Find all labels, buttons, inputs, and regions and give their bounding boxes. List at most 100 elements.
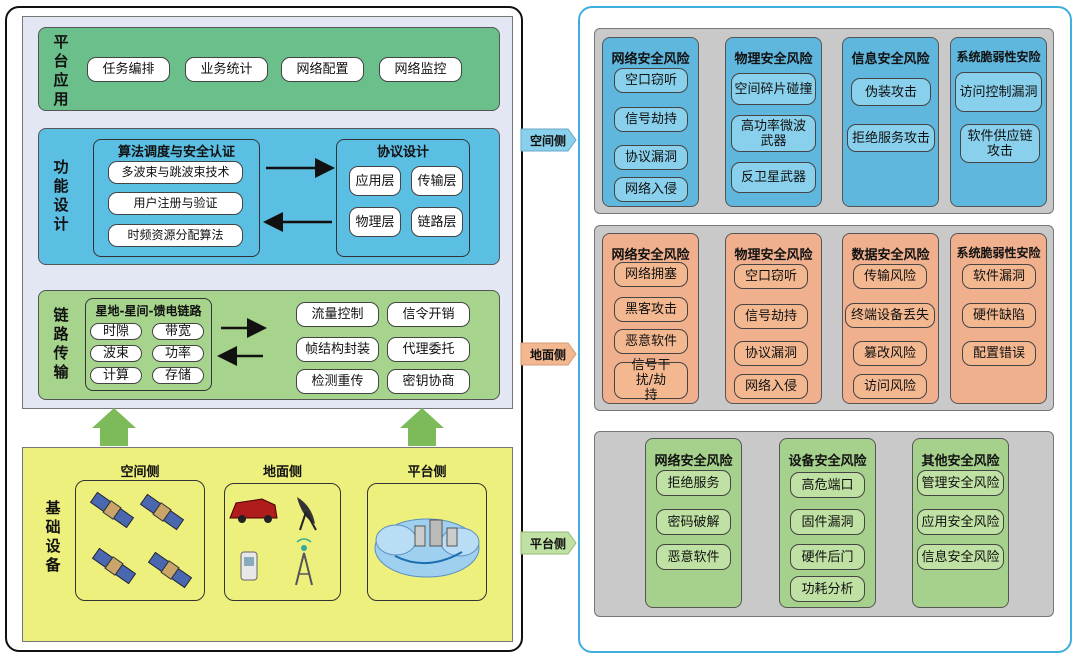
risk-item: 密码破解 (656, 509, 731, 535)
space-info-risk-title: 信息安全风险 (851, 52, 930, 67)
left-arrows (92, 158, 444, 446)
risk-item: 管理安全风险 (917, 470, 1004, 496)
flow-control: 流量控制 (296, 302, 379, 327)
base-platform-title: 平台侧 (407, 465, 447, 480)
algo-item-multibeam: 多波束与跳波束技术 (108, 161, 243, 184)
risk-item: 应用安全风险 (917, 509, 1004, 535)
mobile-phone-icon (240, 551, 258, 581)
ground-vuln-risk-title: 系统脆弱性安险 (956, 246, 1041, 260)
layer-physical: 物理层 (349, 207, 401, 237)
space-network-risk-title: 网络安全风险 (611, 52, 690, 67)
risk-item: 信号劫持 (734, 304, 808, 329)
network-config: 网络配置 (281, 57, 364, 82)
risk-item: 空间碎片碰撞 (731, 73, 816, 105)
detect-retransmit: 检测重传 (296, 369, 379, 394)
satellite-dish-icon (297, 497, 317, 531)
layer-transport: 传输层 (411, 166, 463, 196)
layer-application: 应用层 (349, 166, 401, 196)
base-space-title: 空间侧 (120, 465, 160, 480)
risk-item: 固件漏洞 (790, 509, 865, 535)
risk-item: 高功率微波武器 (731, 115, 816, 152)
risk-item: 伪装攻击 (851, 78, 931, 106)
frame-encapsulation: 帧结构封装 (296, 337, 379, 362)
risk-item: 信号干扰/劫持 (614, 358, 688, 403)
risk-item: 恶意软件 (656, 544, 731, 570)
risk-item: 硬件后门 (790, 544, 865, 570)
risk-item: 访问控制漏洞 (955, 72, 1042, 112)
platform-app-title: 平台应用 (53, 33, 69, 108)
space-vuln-risk-title: 系统脆弱性安险 (956, 50, 1041, 64)
risk-item: 软件供应链攻击 (960, 124, 1040, 163)
space-physical-risk-title: 物理安全风险 (734, 52, 813, 67)
risk-item: 访问风险 (853, 374, 927, 399)
risk-item: 黑客攻击 (614, 297, 688, 322)
signal-tower-icon (295, 538, 313, 586)
tag-space-side: 空间侧 (530, 133, 567, 148)
risk-item: 恶意软件 (614, 329, 688, 354)
satellite-icon (91, 547, 137, 585)
device-illustrations (89, 491, 480, 589)
up-arrow-icon (400, 408, 444, 446)
tag-platform-side: 平台侧 (530, 536, 567, 551)
base-ground-title: 地面侧 (262, 465, 302, 480)
risk-item: 网络拥塞 (614, 262, 688, 287)
satellite-icon (89, 491, 135, 529)
van-icon (229, 498, 278, 523)
side-tag-shapes (520, 128, 577, 555)
risk-item: 篡改风险 (853, 341, 927, 366)
risk-item: 空口窃听 (734, 264, 808, 289)
risk-item: 空口窃听 (614, 68, 688, 93)
algo-title: 算法调度与安全认证 (117, 145, 235, 160)
protocol-box (336, 139, 470, 257)
protocol-title: 协议设计 (376, 145, 429, 160)
space-vuln-risk (950, 37, 1047, 207)
resource-compute: 计算 (90, 367, 142, 384)
resource-timeslot: 时隙 (90, 323, 142, 340)
risk-item: 传输风险 (853, 264, 927, 289)
layer-link: 链路层 (411, 207, 463, 237)
risk-item: 拒绝服务攻击 (847, 124, 935, 152)
risk-item: 硬件缺陷 (962, 303, 1036, 328)
risk-item: 反卫星武器 (731, 162, 816, 193)
right-frame (578, 6, 1072, 653)
space-devices-box (75, 480, 205, 601)
platform-device-risk-title: 设备安全风险 (788, 454, 867, 469)
link-transmission-title: 链路传输 (53, 306, 69, 381)
risk-item: 信号劫持 (614, 107, 688, 132)
risk-item: 功耗分析 (790, 576, 865, 602)
business-stats: 业务统计 (185, 57, 268, 82)
risk-item: 协议漏洞 (734, 341, 808, 366)
network-monitor: 网络监控 (379, 57, 462, 82)
ground-data-risk-title: 数据安全风险 (851, 248, 930, 263)
link-group-title: 星地-星间-馈电链路 (95, 304, 202, 318)
proxy-delegation: 代理委托 (387, 337, 470, 362)
tag-ground-side: 地面侧 (530, 347, 567, 362)
resource-bandwidth: 带宽 (152, 323, 204, 340)
platform-devices-box (367, 483, 487, 601)
risk-item: 高危端口 (790, 472, 865, 498)
risk-item: 协议漏洞 (614, 145, 688, 170)
cloud-platform-icon (374, 518, 480, 578)
task-orchestration: 任务编排 (87, 57, 170, 82)
resource-storage: 存储 (152, 367, 204, 384)
ground-network-risk-title: 网络安全风险 (611, 248, 690, 263)
left-frame (5, 6, 523, 652)
platform-other-risk-title: 其他安全风险 (921, 454, 1000, 469)
up-arrow-icon (92, 408, 136, 446)
ground-devices-box (224, 483, 341, 601)
satellite-icon (147, 551, 193, 589)
risk-item: 配置错误 (962, 341, 1036, 366)
link-group-box (85, 298, 212, 391)
resource-beam: 波束 (90, 345, 142, 362)
ground-physical-risk-title: 物理安全风险 (734, 248, 813, 263)
satellite-icon (139, 493, 185, 531)
platform-network-risk-title: 网络安全风险 (654, 454, 733, 469)
algo-item-freq-alloc: 时频资源分配算法 (108, 224, 243, 247)
function-design-title: 功能设计 (53, 158, 69, 233)
space-info-risk (842, 37, 939, 207)
base-equipment-title: 基础设备 (45, 499, 61, 574)
risk-item: 软件漏洞 (962, 264, 1036, 289)
risk-item: 信息安全风险 (917, 544, 1004, 570)
resource-power: 功率 (152, 345, 204, 362)
risk-item: 拒绝服务 (656, 470, 731, 496)
